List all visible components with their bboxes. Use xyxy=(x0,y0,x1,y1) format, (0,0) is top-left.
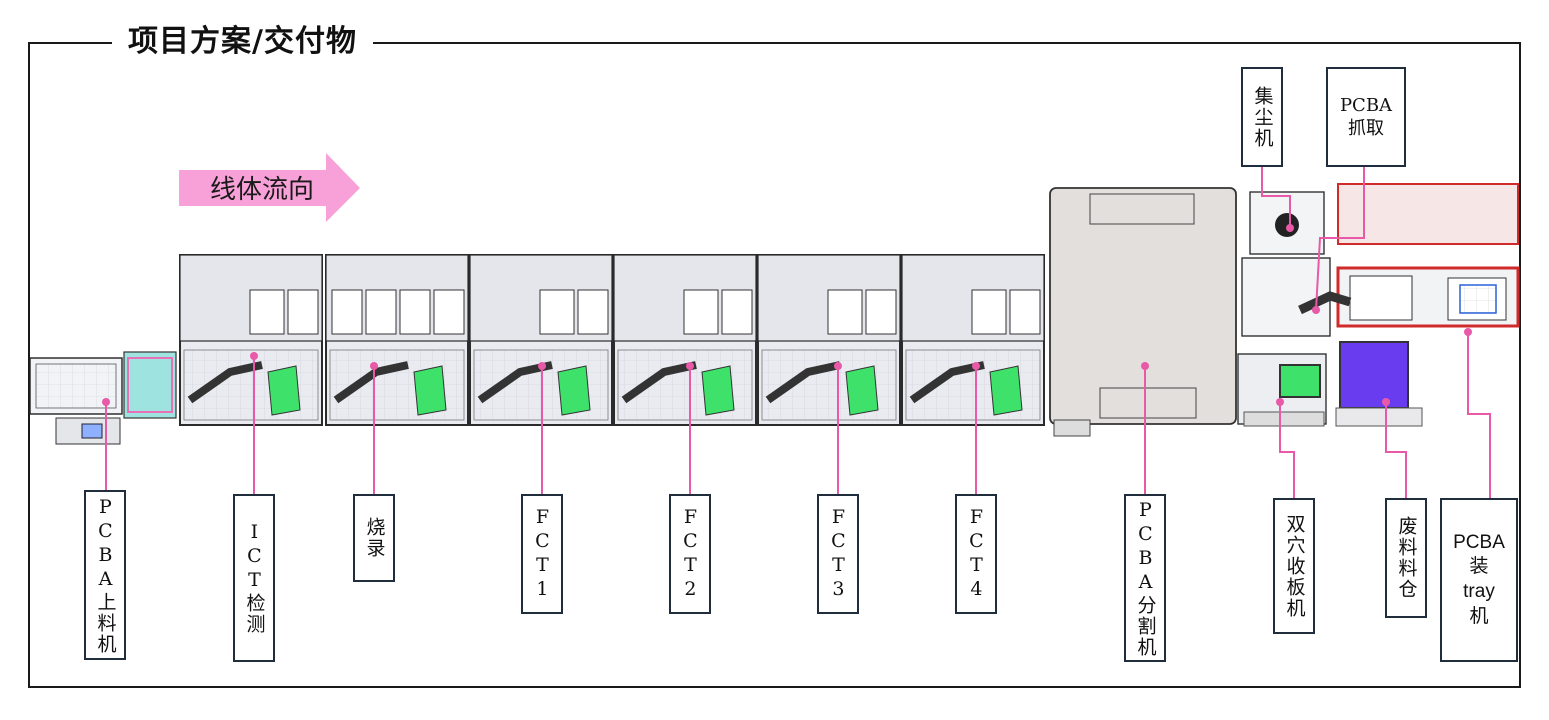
leader-dot-receiver xyxy=(1276,398,1284,406)
leader-dot-waste xyxy=(1382,398,1390,406)
station-fct3 xyxy=(757,254,901,426)
station-fct2 xyxy=(613,254,757,426)
leader-pick xyxy=(1315,167,1365,311)
label-fct1-text: FCT1 xyxy=(531,506,554,602)
page-title: 项目方案/交付物 xyxy=(112,22,373,62)
leader-dot-fct2 xyxy=(686,362,694,370)
leader-dot-dust xyxy=(1286,224,1294,232)
label-burn-text: 烧录 xyxy=(363,517,386,559)
label-pcba-pick: PCBA 抓取 xyxy=(1326,67,1406,167)
label-fct2-text: FCT2 xyxy=(679,506,702,602)
leader-dot-burn xyxy=(370,362,378,370)
flow-arrow-shape xyxy=(179,153,360,222)
label-dual-receiver-text: 双穴收板机 xyxy=(1283,513,1306,619)
leader-dot-pick xyxy=(1312,306,1320,314)
leader-tray xyxy=(1467,332,1491,500)
label-pcba-splitter-text: PCBA分割机 xyxy=(1134,498,1157,658)
leader-dot-ict xyxy=(250,352,258,360)
label-waste-bin: 废料料仓 xyxy=(1385,498,1427,618)
label-ict-text: ICT检测 xyxy=(243,521,266,635)
label-pcba-loader-text: PCBA上料机 xyxy=(94,495,117,655)
station-fct4 xyxy=(901,254,1045,426)
dust-collector-machine xyxy=(1241,191,1331,337)
label-pcba-tray-loader: PCBA 装 tray 机 xyxy=(1440,498,1518,662)
leader-receiver xyxy=(1279,402,1295,500)
dual-receiver-machine xyxy=(1237,353,1327,427)
leader-dust xyxy=(1261,167,1291,228)
label-fct2: FCT2 xyxy=(669,494,711,614)
label-pcba-pick-text: PCBA 抓取 xyxy=(1339,94,1393,139)
label-fct3: FCT3 xyxy=(817,494,859,614)
splitter-machine xyxy=(1049,187,1237,437)
station-burn xyxy=(325,254,469,426)
label-pcba-splitter: PCBA分割机 xyxy=(1124,494,1166,662)
label-fct1: FCT1 xyxy=(521,494,563,614)
leader-dot-fct4 xyxy=(972,362,980,370)
label-pcba-tray-loader-text: PCBA 装 tray 机 xyxy=(1453,531,1505,627)
label-fct4-text: FCT4 xyxy=(965,506,988,602)
label-ict: ICT检测 xyxy=(233,494,275,662)
flow-arrow-label: 线体流向 xyxy=(210,175,314,205)
label-fct3-text: FCT3 xyxy=(827,506,850,602)
label-dust-collector-text: 集尘机 xyxy=(1251,85,1274,149)
leader-dot-tray xyxy=(1464,328,1472,336)
label-dual-receiver: 双穴收板机 xyxy=(1273,498,1315,634)
label-burn: 烧录 xyxy=(353,494,395,582)
label-pcba-loader: PCBA上料机 xyxy=(84,490,126,660)
tray-loader-machine xyxy=(1298,183,1520,328)
diagram-frame xyxy=(28,42,1521,688)
loader-machine xyxy=(29,351,177,445)
leader-dot-loader xyxy=(102,398,110,406)
label-dust-collector: 集尘机 xyxy=(1241,67,1283,167)
station-ict xyxy=(179,254,323,426)
label-waste-bin-text: 废料料仓 xyxy=(1395,516,1418,600)
leader-dot-fct1 xyxy=(538,362,546,370)
leader-dot-fct3 xyxy=(834,362,842,370)
label-fct4: FCT4 xyxy=(955,494,997,614)
leader-waste xyxy=(1385,402,1407,500)
waste-bin-machine xyxy=(1335,341,1423,427)
flow-arrow: 线体流向 xyxy=(179,153,360,222)
leader-dot-splitter xyxy=(1141,362,1149,370)
